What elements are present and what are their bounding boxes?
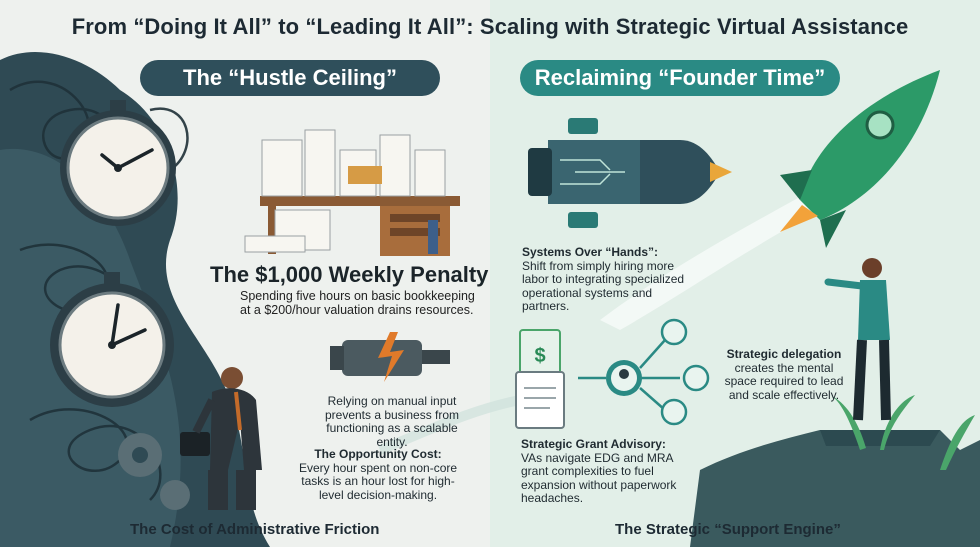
left-footer: The Cost of Administrative Friction	[130, 521, 380, 538]
grant-advisory-text: VAs navigate EDG and MRA grant complexit…	[521, 450, 677, 505]
founder-time-header: Reclaiming “Founder Time”	[520, 60, 840, 96]
svg-text:$: $	[534, 345, 545, 367]
delegation-title: Strategic delegation	[726, 347, 842, 361]
circuit-engine-icon	[528, 118, 732, 228]
delegation-text: creates the mental space required to lea…	[724, 360, 844, 402]
gears-icon	[118, 433, 190, 510]
exhausted-man-icon	[180, 367, 262, 510]
manual-input-text: Relying on manual input prevents a busin…	[324, 394, 460, 449]
grant-advisory-block: Strategic Grant Advisory: VAs navigate E…	[521, 437, 697, 506]
document-icon: $	[515, 329, 565, 429]
systems-text: Shift from simply hiring more labor to i…	[522, 258, 685, 313]
systems-block: Systems Over “Hands”: Shift from simply …	[522, 245, 702, 314]
network-nodes	[606, 318, 710, 426]
hustle-ceiling-header: The “Hustle Ceiling”	[140, 60, 440, 96]
penalty-title: The $1,000 Weekly Penalty	[210, 262, 489, 287]
penalty-text: Spending five hours on basic bookkeeping…	[240, 289, 475, 317]
opportunity-cost-block: The Opportunity Cost: Every hour spent o…	[290, 447, 466, 502]
grant-advisory-title: Strategic Grant Advisory:	[521, 437, 666, 451]
systems-title: Systems Over “Hands”:	[522, 245, 659, 259]
stopwatch-icon	[50, 272, 174, 407]
motor-icon	[330, 332, 450, 382]
opportunity-cost-text: Every hour spent on non-core tasks is an…	[298, 460, 458, 502]
cliff	[690, 430, 980, 547]
people-network-icon	[578, 339, 680, 411]
leader-figure-icon	[824, 258, 891, 421]
right-footer: The Strategic “Support Engine”	[615, 521, 841, 538]
cluttered-desk-icon	[244, 129, 460, 256]
plant-icon	[830, 395, 975, 470]
delegation-block: Strategic delegation creates the mental …	[722, 347, 846, 402]
main-title: From “Doing It All” to “Leading It All”:…	[71, 14, 909, 39]
clock-icon	[60, 100, 176, 226]
rocket-icon	[780, 70, 940, 248]
opportunity-cost-title: The Opportunity Cost:	[314, 447, 442, 461]
